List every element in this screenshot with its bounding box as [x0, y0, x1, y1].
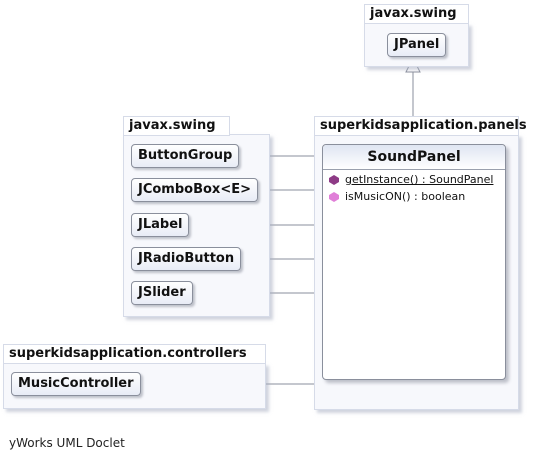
soundpanel-title: SoundPanel [323, 145, 505, 170]
static-method-icon [329, 175, 339, 185]
operation-ismusicon[interactable]: isMusicON() : boolean [329, 190, 465, 204]
operation-getinstance[interactable]: getInstance() : SoundPanel [329, 173, 493, 187]
package-label-controllers: superkidsapplication.controllers [3, 344, 266, 364]
package-label-panels: superkidsapplication.panels [314, 116, 527, 136]
operation-label: isMusicON() : boolean [345, 190, 466, 203]
package-javax-swing-top [364, 23, 469, 67]
class-jcombobox[interactable]: JComboBox<E> [131, 178, 258, 202]
class-musiccontroller[interactable]: MusicController [11, 372, 141, 396]
class-buttongroup[interactable]: ButtonGroup [131, 144, 240, 168]
footer-credit: yWorks UML Doclet [9, 436, 125, 450]
class-jpanel[interactable]: JPanel [387, 33, 447, 57]
class-jslider[interactable]: JSlider [131, 281, 193, 305]
class-soundpanel[interactable]: SoundPanel getInstance() : SoundPanel is… [322, 144, 506, 380]
operation-label: getInstance() : SoundPanel [345, 173, 494, 186]
package-label-javax-swing-top: javax.swing [364, 4, 469, 24]
class-jlabel[interactable]: JLabel [131, 213, 190, 237]
method-icon [329, 192, 339, 202]
class-jradiobutton[interactable]: JRadioButton [131, 247, 242, 271]
package-label-javax-swing-left: javax.swing [123, 116, 230, 136]
